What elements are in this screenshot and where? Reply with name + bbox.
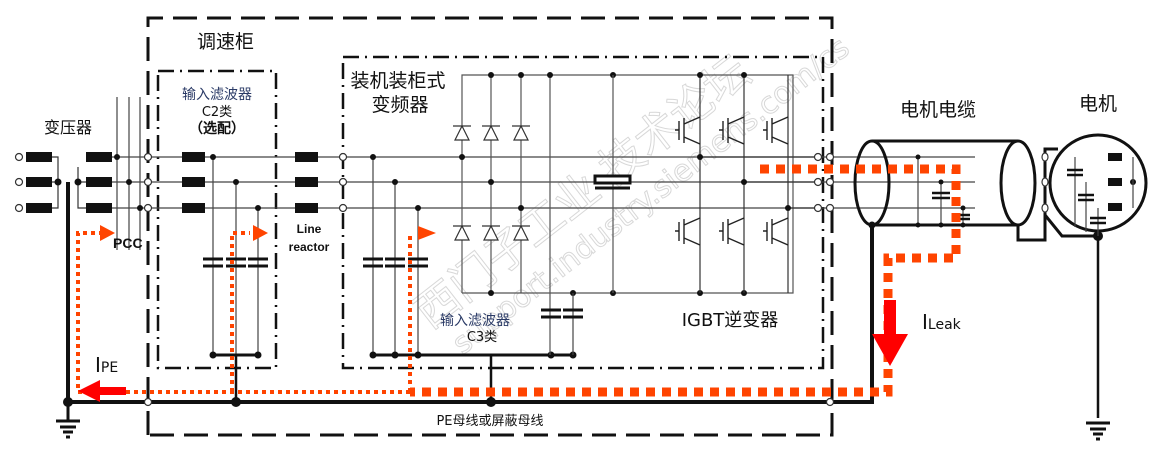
filter-c3-label-1: 输入滤波器	[440, 313, 510, 329]
watermark-text-url: support.industry.siemens.com/cs	[446, 30, 856, 361]
line-reactor-label-1: Line	[297, 222, 322, 236]
pcc-lines	[116, 97, 141, 250]
motor-cable-label: 电机电缆	[900, 99, 976, 121]
pe-bus-label: PE母线或屏蔽母线	[436, 414, 543, 429]
filter-c2-label-3: （选配）	[189, 120, 245, 137]
ileak-label: ILeak	[922, 310, 962, 334]
filter-c2-label-2: C2类	[202, 105, 232, 120]
motor-cable	[853, 139, 1037, 227]
filter-c2-label-1: 输入滤波器	[182, 87, 252, 103]
converter-label-1: 装机装柜式	[350, 70, 445, 92]
watermark-text-cn: 西门子工业 技术论坛	[405, 46, 759, 339]
output-terminals	[813, 152, 835, 213]
filter-c2-capacitors	[212, 157, 259, 355]
line-reactor	[295, 152, 318, 213]
igbt-inverter-label: IGBT逆变器	[682, 310, 779, 331]
converter-boundary	[341, 55, 825, 370]
transformer-label: 变压器	[44, 118, 92, 137]
ipe-label: IPE	[95, 353, 118, 377]
ground-icon-left	[56, 402, 80, 439]
diode-symbols	[453, 124, 530, 241]
dc-link-capacitor	[593, 75, 632, 293]
filter-c3-label-2: C3类	[467, 330, 497, 345]
cabinet-label: 调速柜	[197, 31, 254, 53]
ipe-arrow-icon	[78, 380, 126, 402]
line-reactor-label-2: reactor	[289, 240, 330, 254]
leakage-path-main	[410, 164, 961, 397]
motor	[1016, 133, 1148, 418]
converter-label-2: 变频器	[371, 94, 428, 116]
transformer	[14, 152, 112, 213]
filter-c2-boundary	[156, 69, 278, 370]
ileak-arrow-icon	[872, 300, 908, 366]
igbt-symbols	[675, 116, 789, 246]
pe-bus	[66, 182, 874, 404]
pcc-label: PCC	[113, 235, 143, 251]
converter-terminals	[338, 152, 348, 213]
leakage-arrowheads	[100, 225, 436, 241]
cabinet-terminals	[143, 152, 153, 213]
filter-c2-chokes	[182, 152, 205, 213]
ground-icon-right	[1086, 421, 1110, 441]
leakage-path-secondary	[76, 231, 412, 394]
motor-label: 电机	[1079, 93, 1117, 115]
dc-bus-capacitors	[541, 308, 583, 319]
